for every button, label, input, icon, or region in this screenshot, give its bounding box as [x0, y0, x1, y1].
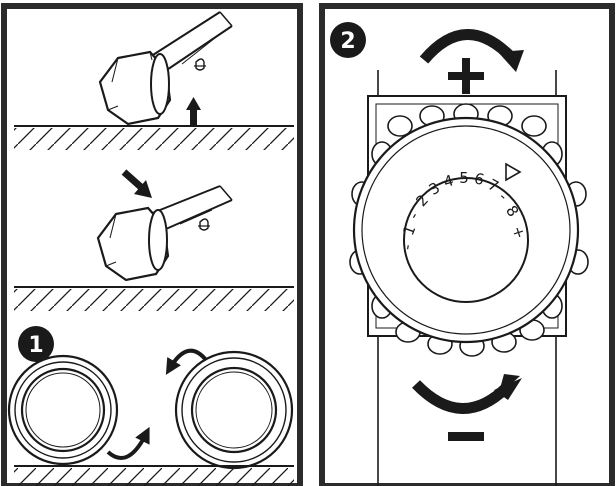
clockwise-arrow-icon — [419, 29, 516, 64]
floor-hatch — [14, 289, 294, 311]
scene-press-down — [14, 169, 294, 311]
dial-indicator-icon — [505, 162, 522, 182]
dial-scale-mark: 6 — [472, 169, 486, 189]
adjustment-dial: - 1 - 2 3 4 5 6 7 - 8 + — [352, 116, 580, 344]
pin-icon — [194, 58, 206, 71]
valve-head-upper — [98, 50, 172, 126]
push-arrow-icon — [121, 169, 152, 198]
valve-head-lower — [96, 206, 170, 282]
pull-arrow-icon — [186, 97, 201, 126]
plus-icon: + — [448, 58, 484, 94]
ring-left — [7, 354, 119, 466]
scene-rotate-rings: 1 — [7, 326, 294, 486]
minus-icon: - — [448, 432, 484, 441]
floor-hatch — [14, 468, 294, 486]
dial-scale-mark: + — [508, 224, 529, 242]
dial-scale-mark: - — [398, 243, 417, 251]
scene-pull-up — [14, 11, 294, 150]
counterclockwise-arrow-icon — [412, 380, 512, 414]
clockwise-arrow-icon — [106, 426, 150, 460]
step-2-badge: 2 — [330, 22, 366, 58]
floor-hatch — [14, 128, 294, 150]
counterclockwise-arrow-icon — [165, 348, 208, 375]
right-panel: 2 + — [319, 3, 615, 486]
left-panel: 1 — [1, 3, 303, 486]
svg-text:2: 2 — [340, 29, 355, 54]
dial-scale-mark: 4 — [442, 171, 456, 191]
ring-right — [174, 350, 294, 470]
svg-text:+: + — [466, 88, 467, 91]
dial-scale-mark: 5 — [459, 169, 469, 187]
svg-text:1: 1 — [28, 333, 43, 358]
step-1-badge: 1 — [18, 326, 54, 362]
pin-icon — [198, 218, 210, 231]
